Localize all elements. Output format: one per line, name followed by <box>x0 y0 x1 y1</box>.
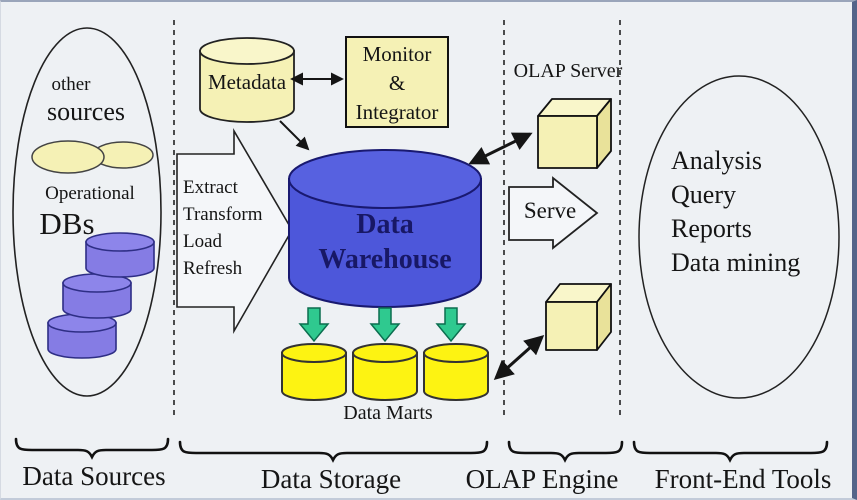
front-end-tool-4: Data mining <box>671 248 801 277</box>
brace-data-storage <box>178 440 489 463</box>
monitor-integrator-box <box>345 36 449 128</box>
section-label-data-sources: Data Sources <box>22 461 166 491</box>
other-sources-ellipse-left <box>31 140 105 174</box>
monitor-line-2: & <box>388 71 406 95</box>
front-end-tool-3: Reports <box>671 214 752 243</box>
warehouse-line-2: Warehouse <box>318 244 452 275</box>
mart-feed-arrow-3 <box>435 307 467 343</box>
other-sources-label-line2: sources <box>47 97 125 126</box>
data-warehouse-label: Data Warehouse <box>289 207 481 277</box>
brace-front-end-tools <box>632 440 829 463</box>
monitor-line-3: Integrator <box>355 100 439 124</box>
operational-db-cylinder-3 <box>47 313 117 359</box>
monitor-integrator-label: Monitor & Integrator <box>346 40 448 127</box>
data-mart-cylinder-3 <box>423 343 489 401</box>
serve-label: Serve <box>523 198 577 223</box>
mart-feed-arrow-1 <box>298 307 330 343</box>
marts-olap-arrow <box>493 335 545 380</box>
etl-line-3: Load <box>183 231 223 252</box>
data-warehouse-cylinder <box>288 149 482 308</box>
other-sources-label-line1: other <box>51 74 91 95</box>
metadata-cylinder <box>199 37 295 123</box>
metadata-warehouse-arrow <box>279 120 310 151</box>
serve-arrow <box>508 176 599 250</box>
front-end-tool-1: Analysis <box>671 146 762 175</box>
section-label-data-storage: Data Storage <box>260 464 402 494</box>
etl-line-1: Extract <box>183 177 238 198</box>
brace-olap-engine <box>507 440 624 463</box>
monitor-line-1: Monitor <box>362 42 432 66</box>
mart-feed-arrow-2 <box>369 307 401 343</box>
warehouse-line-1: Data <box>356 209 414 240</box>
metadata-label: Metadata <box>207 70 287 94</box>
brace-data-sources <box>14 437 170 460</box>
olap-cube-1 <box>537 98 612 169</box>
front-end-tools-list: Analysis Query Reports Data mining <box>671 144 800 280</box>
data-mart-cylinder-1 <box>281 343 347 401</box>
section-label-front-end-tools: Front-End Tools <box>654 464 832 494</box>
section-label-olap-engine: OLAP Engine <box>465 464 619 494</box>
olap-server-label: OLAP Server <box>513 60 623 82</box>
operational-dbs-label-line1: Operational <box>45 183 135 204</box>
etl-arrow <box>176 128 293 334</box>
etl-line-2: Transform <box>183 204 263 225</box>
data-marts-label: Data Marts <box>343 402 433 424</box>
operational-db-cylinder-1 <box>85 232 155 278</box>
etl-label: Extract Transform Load Refresh <box>183 174 263 282</box>
operational-db-cylinder-2 <box>62 273 132 319</box>
etl-line-4: Refresh <box>183 258 243 279</box>
operational-dbs-label-line2: DBs <box>39 206 95 241</box>
data-mart-cylinder-2 <box>352 343 418 401</box>
data-sources-ellipse <box>12 27 162 397</box>
front-end-tool-2: Query <box>671 180 736 209</box>
warehouse-olap-arrow <box>468 132 533 165</box>
front-end-ellipse <box>638 75 840 399</box>
olap-cube-2 <box>545 283 612 351</box>
